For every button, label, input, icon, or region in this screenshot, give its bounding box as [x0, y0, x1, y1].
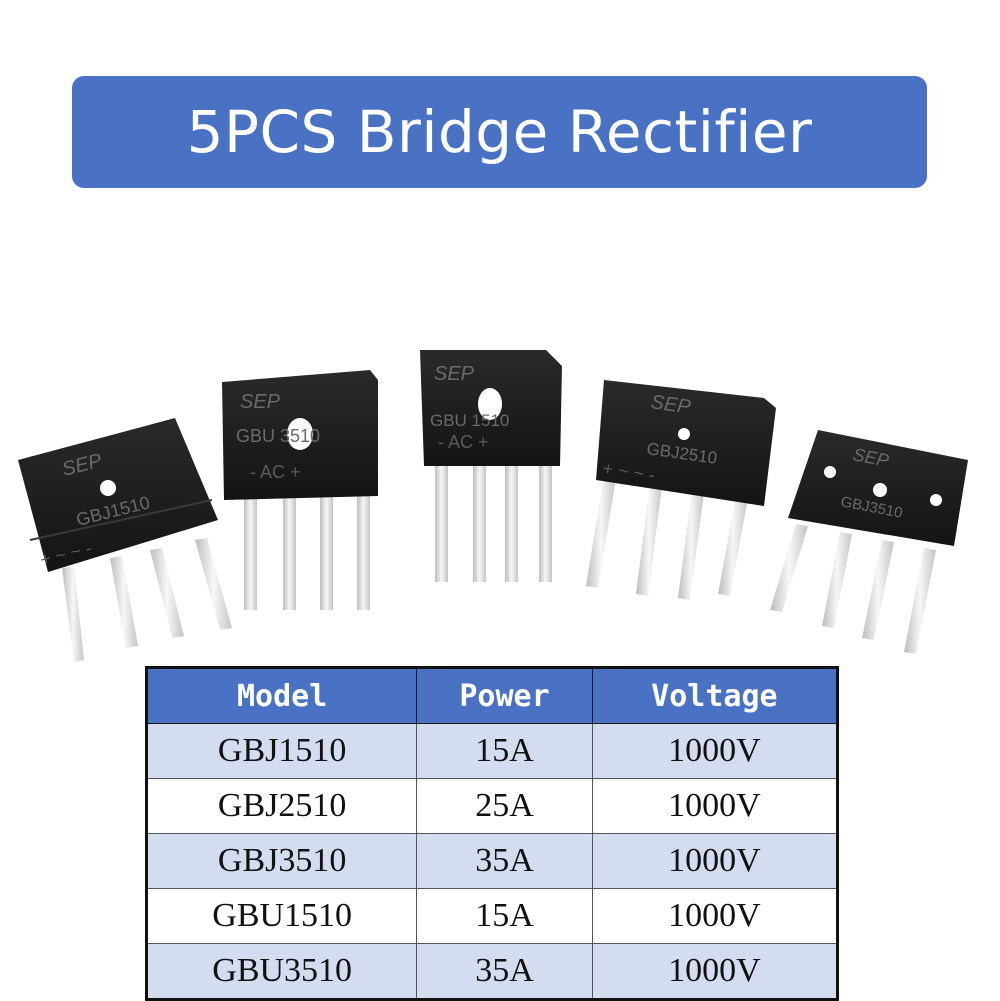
rectifier-gbj1510: SEP GBJ1510 + ~ ~ - — [18, 418, 232, 662]
cell-model: GBJ1510 — [145, 723, 418, 779]
rectifier-gbj2510: SEP GBJ2510 + ~ ~ - — [586, 380, 776, 600]
mounting-hole — [678, 428, 690, 440]
product-photo: SEP GBJ1510 + ~ ~ - SEP GBU 3510 - AC + … — [18, 350, 968, 662]
mounting-hole — [100, 480, 116, 496]
banner-title: 5PCS Bridge Rectifier — [186, 98, 813, 166]
rectifier-gbj3510: SEP GBJ3510 — [770, 430, 968, 654]
cell-power: 25A — [416, 778, 593, 834]
component-leads — [435, 462, 552, 582]
cell-model: GBU3510 — [145, 943, 418, 1000]
header-model: Model — [145, 667, 418, 724]
mounting-hole — [287, 418, 313, 450]
mounting-hole — [873, 483, 887, 497]
component-leads — [62, 538, 232, 662]
cell-power: 15A — [416, 723, 593, 779]
cell-voltage: 1000V — [591, 723, 839, 779]
cell-voltage: 1000V — [591, 888, 839, 944]
component-leads — [244, 495, 370, 610]
spec-table: Model Power Voltage GBJ1510 15A 1000V GB… — [145, 666, 839, 1001]
table-row: GBJ2510 25A 1000V — [145, 778, 839, 834]
table-row: GBJ1510 15A 1000V — [145, 723, 839, 779]
component-pin-marks: - AC + — [438, 432, 489, 452]
cell-voltage: 1000V — [591, 778, 839, 834]
header-power: Power — [416, 667, 593, 724]
component-body — [596, 380, 776, 506]
cell-voltage: 1000V — [591, 833, 839, 889]
cell-model: GBU1510 — [145, 888, 418, 944]
cell-power: 35A — [416, 943, 593, 1000]
component-leads — [586, 476, 748, 600]
cell-power: 15A — [416, 888, 593, 944]
rectifier-gbu3510: SEP GBU 3510 - AC + — [222, 370, 378, 610]
component-brand: SEP — [434, 363, 475, 385]
header-voltage: Voltage — [591, 667, 839, 724]
table-header-row: Model Power Voltage — [145, 667, 839, 724]
cell-model: GBJ3510 — [145, 833, 418, 889]
mounting-hole — [930, 494, 942, 506]
mounting-hole — [824, 466, 836, 478]
cell-model: GBJ2510 — [145, 778, 418, 834]
table-row: GBU3510 35A 1000V — [145, 943, 839, 1000]
table-row: GBU1510 15A 1000V — [145, 888, 839, 944]
component-leads — [770, 524, 936, 654]
title-banner: 5PCS Bridge Rectifier — [72, 76, 927, 188]
component-brand: SEP — [240, 391, 281, 413]
rectifier-gbu1510: SEP GBU 1510 - AC + — [420, 350, 562, 582]
component-marking: GBU 1510 — [430, 411, 509, 430]
mounting-hole — [478, 388, 502, 420]
cell-power: 35A — [416, 833, 593, 889]
table-row: GBJ3510 35A 1000V — [145, 833, 839, 889]
cell-voltage: 1000V — [591, 943, 839, 1000]
component-pin-marks: - AC + — [250, 462, 301, 482]
component-body — [18, 418, 218, 572]
component-marking: GBU 3510 — [236, 426, 320, 446]
